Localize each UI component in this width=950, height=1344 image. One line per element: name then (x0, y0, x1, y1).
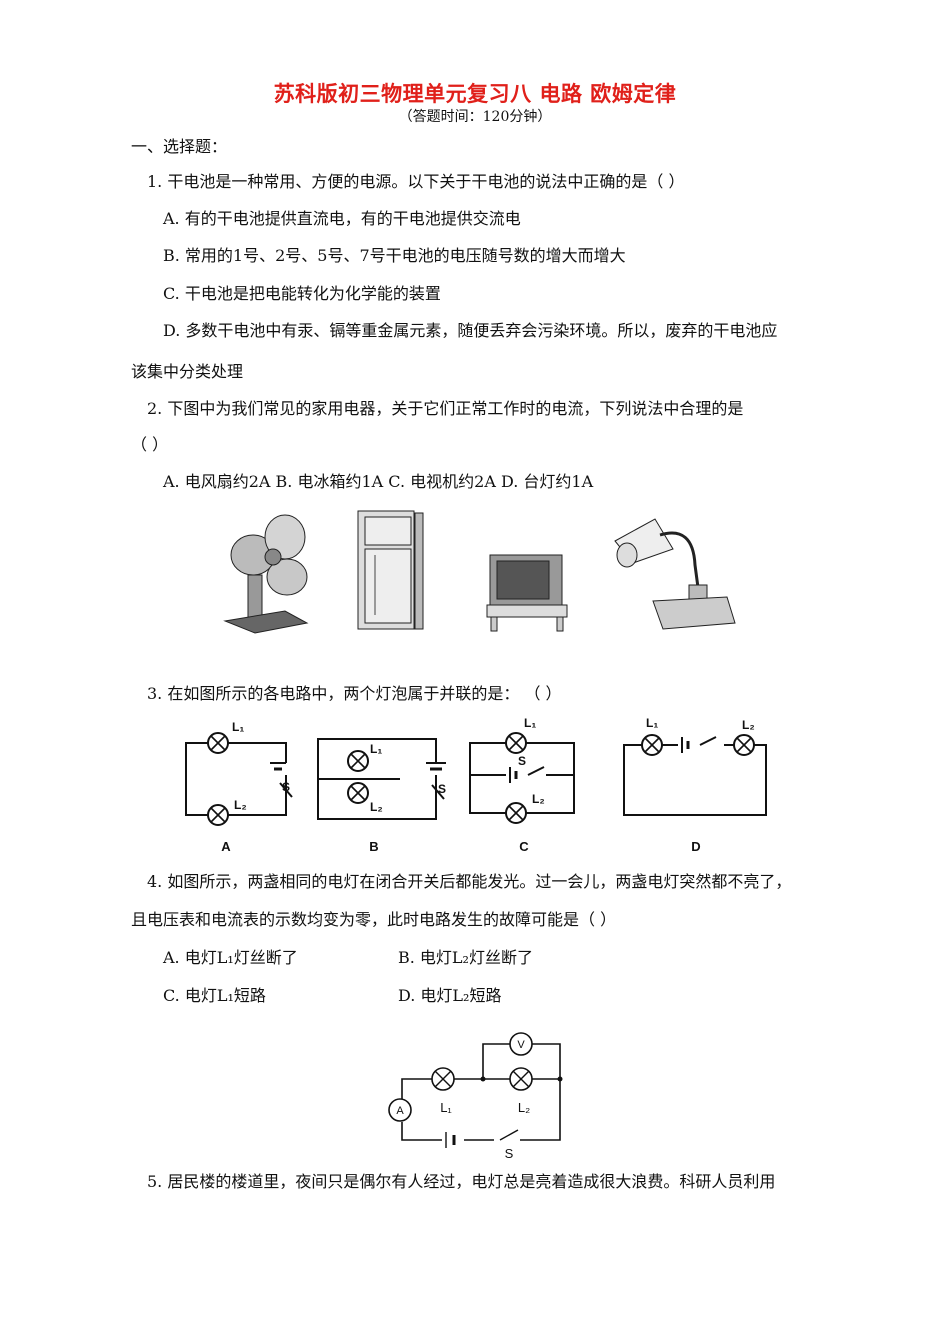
circuit-b (317, 738, 437, 820)
q4-option-a: A. 电灯L₁灯丝断了 (163, 948, 298, 967)
ammeter-icon (388, 1098, 412, 1122)
q2-stem: 2. 下图中为我们常见的家用电器，关于它们正常工作时的电流，下列说法中合理的是 (147, 399, 744, 418)
q1-option-d-continuation: 该集中分类处理 (131, 362, 244, 381)
page-subtitle: （答题时间：120分钟） (398, 109, 552, 125)
lamp1-label: L₁ (232, 720, 244, 734)
lamp2-label: L₂ (370, 800, 383, 814)
voltmeter-label: V (517, 1039, 525, 1051)
lamp1-label: L₁ (440, 1100, 452, 1115)
lamp2-label: L₂ (518, 1100, 530, 1115)
circuit-c-label: C (519, 839, 529, 854)
television-image (486, 554, 568, 632)
circuit-d-label: D (691, 839, 700, 854)
page-title: 苏科版初三物理单元复习八 电路 欧姆定律 (273, 81, 677, 106)
lamp1-label: L₁ (370, 742, 382, 756)
q4-option-d: D. 电灯L₂短路 (398, 986, 502, 1005)
lamp1-label: L₁ (524, 716, 536, 730)
lamp2-label: L₂ (532, 792, 545, 806)
q1-option-a: A. 有的干电池提供直流电，有的干电池提供交流电 (163, 209, 521, 228)
lamp2-label: L₂ (234, 798, 247, 812)
q2-stem-continuation: （ ） (131, 435, 169, 454)
q5-stem: 5. 居民楼的楼道里，夜间只是偶尔有人经过，电灯总是亮着造成很大浪费。科研人员利… (147, 1172, 776, 1191)
q4-option-c: C. 电灯L₁短路 (163, 986, 266, 1005)
q1-option-b: B. 常用的1号、2号、5号、7号干电池的电压随号数的增大而增大 (163, 246, 626, 265)
switch-label: S (438, 782, 446, 796)
lamp1-label: L₁ (646, 716, 658, 730)
q3-stem: 3. 在如图所示的各电路中，两个灯泡属于并联的是： （ ） (147, 684, 562, 703)
voltmeter-icon (509, 1032, 533, 1056)
section-heading: 一、选择题： (131, 137, 228, 156)
q3-circuit-diagrams: L₁ L₂ S L₁ L₂ S L₁ S L₂ L₁ L₂ A B C D (185, 716, 767, 854)
switch-label: S (505, 1146, 514, 1161)
q4-circuit-diagram: V A L₁ L₂ S (388, 1032, 563, 1161)
switch-label: S (282, 780, 290, 794)
desk-lamp-image (614, 518, 736, 630)
electric-fan-image (223, 514, 309, 634)
circuit-a (185, 742, 287, 816)
q1-option-c: C. 干电池是把电能转化为化学能的装置 (163, 284, 441, 303)
refrigerator-image (357, 510, 424, 630)
q1-option-d: D. 多数干电池中有汞、镉等重金属元素，随便丢弃会污染环境。所以，废弃的干电池应 (163, 321, 778, 340)
q4-stem: 4. 如图所示，两盏相同的电灯在闭合开关后都能发光。过一会儿，两盏电灯突然都不亮… (147, 872, 792, 891)
q4-stem-continuation: 且电压表和电流表的示数均变为零，此时电路发生的故障可能是（ ） (131, 910, 617, 929)
q1-stem: 1. 干电池是一种常用、方便的电源。以下关于干电池的说法中正确的是（ ） (147, 172, 685, 191)
q4-option-b: B. 电灯L₂灯丝断了 (398, 948, 533, 967)
circuit-b-label: B (369, 839, 378, 854)
switch-label: S (518, 754, 526, 768)
ammeter-label: A (396, 1105, 404, 1117)
circuit-a-label: A (221, 839, 231, 854)
appliances-illustration (223, 510, 736, 634)
lamp2-label: L₂ (742, 718, 755, 732)
q2-options: A. 电风扇约2A B. 电冰箱约1A C. 电视机约2A D. 台灯约1A (163, 472, 594, 491)
